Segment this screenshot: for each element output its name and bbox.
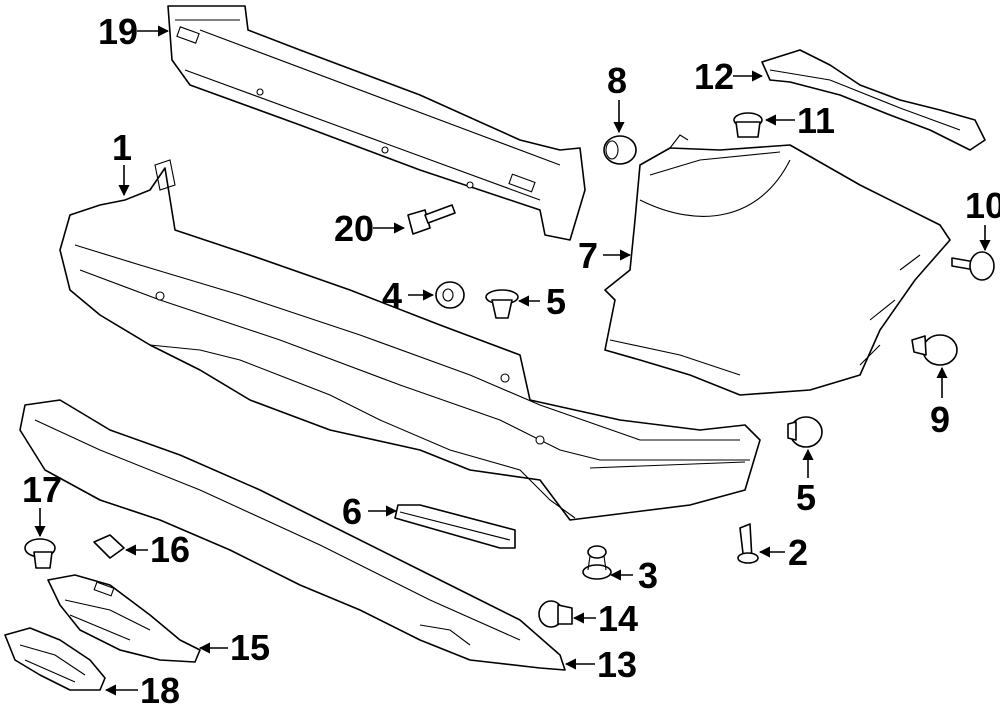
grommet-8 — [603, 135, 637, 165]
bumper-cover — [59, 159, 761, 521]
push-clip-17 — [24, 538, 56, 569]
callout-13: 13 — [597, 644, 637, 685]
callout-9: 9 — [930, 399, 950, 440]
callout-4: 4 — [382, 275, 402, 316]
clip-9 — [911, 334, 958, 366]
trim-strip-6 — [394, 504, 516, 549]
callout-3: 3 — [638, 555, 658, 596]
callout-2: 2 — [788, 532, 808, 573]
callout-7: 7 — [578, 235, 598, 276]
callout-6: 6 — [342, 491, 362, 532]
callout-11: 11 — [797, 100, 835, 141]
screw-10 — [951, 251, 995, 281]
bolt-20 — [407, 204, 456, 235]
callout-8: 8 — [607, 60, 627, 101]
upper-bracket — [761, 49, 986, 151]
callout-5-upper: 5 — [546, 281, 566, 322]
callout-19: 19 — [98, 11, 138, 52]
callout-14: 14 — [598, 598, 638, 639]
leader-lines — [34, 25, 991, 696]
callout-labels: 1 2 3 4 5 5 6 7 8 9 10 11 12 13 14 15 16… — [22, 11, 1000, 706]
callout-18: 18 — [140, 670, 180, 706]
clip-14 — [538, 600, 573, 628]
callout-16: 16 — [150, 529, 190, 570]
callout-15: 15 — [230, 627, 270, 668]
lower-valance — [19, 399, 566, 671]
side-fascia — [604, 134, 951, 396]
lamp-bracket-15 — [47, 574, 201, 663]
clip-3 — [582, 545, 612, 580]
reflector-18 — [4, 627, 106, 691]
screw-2 — [737, 523, 759, 564]
callout-17: 17 — [22, 469, 62, 510]
callout-5-lower: 5 — [796, 477, 816, 518]
push-clip-5-upper — [485, 289, 519, 319]
clip-16 — [93, 534, 125, 559]
callout-10: 10 — [965, 185, 1000, 226]
reinforcement-beam — [167, 5, 586, 241]
grommet-5-lower — [787, 416, 823, 448]
callout-12: 12 — [694, 56, 734, 97]
callout-20: 20 — [334, 208, 374, 249]
callout-1: 1 — [112, 127, 132, 168]
clip-11 — [733, 112, 763, 138]
washer-4 — [435, 281, 465, 309]
